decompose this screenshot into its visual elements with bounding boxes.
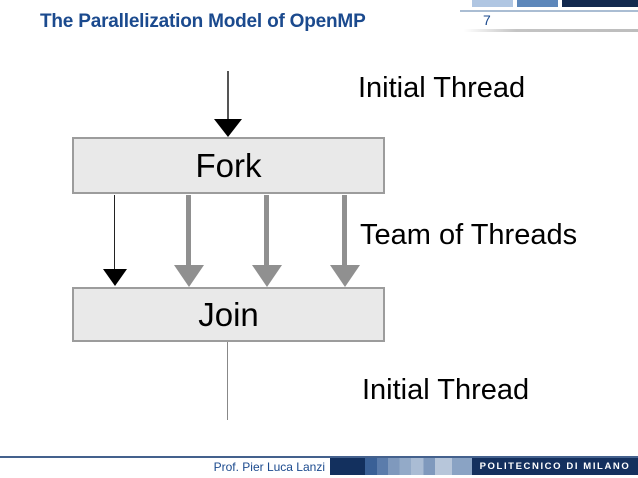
team-thread-arrow-4-shaft (342, 195, 347, 265)
team-of-threads-label: Team of Threads (360, 219, 578, 251)
join-node-label: Join (198, 295, 259, 333)
footer-institution: POLITECNICO DI MILANO (472, 458, 638, 475)
join-node: Join (72, 287, 385, 342)
team-thread-arrow-1-shaft (114, 195, 115, 269)
team-thread-arrow-3-shaft (264, 195, 269, 265)
header-rule (460, 10, 638, 12)
team-thread-arrow-2-head-icon (174, 265, 204, 287)
header-accent-bar-dark (562, 0, 638, 7)
slide-title: The Parallelization Model of OpenMP (40, 11, 366, 32)
initial-thread-arrowhead-icon (214, 119, 242, 137)
outgoing-thread-line (227, 342, 228, 420)
team-thread-arrow-3-head-icon (252, 265, 282, 287)
fork-node-label: Fork (195, 146, 262, 184)
header-shadow-strip (464, 29, 638, 32)
team-thread-arrow-1-head-icon (103, 269, 127, 286)
footer-author: Prof. Pier Luca Lanzi (213, 460, 325, 474)
footer-gradient-stripes (330, 458, 472, 475)
page-number: 7 (483, 12, 491, 28)
footer-rule (0, 456, 638, 458)
team-thread-arrow-2-shaft (186, 195, 191, 265)
header-accent-bar-light (472, 0, 513, 7)
initial-thread-arrow-shaft (227, 71, 229, 119)
team-thread-arrow-4-head-icon (330, 265, 360, 287)
initial-thread-top-label: Initial Thread (358, 72, 526, 104)
initial-thread-bottom-label: Initial Thread (362, 374, 530, 406)
header-accent-bar-medium (517, 0, 558, 7)
fork-node: Fork (72, 137, 385, 194)
